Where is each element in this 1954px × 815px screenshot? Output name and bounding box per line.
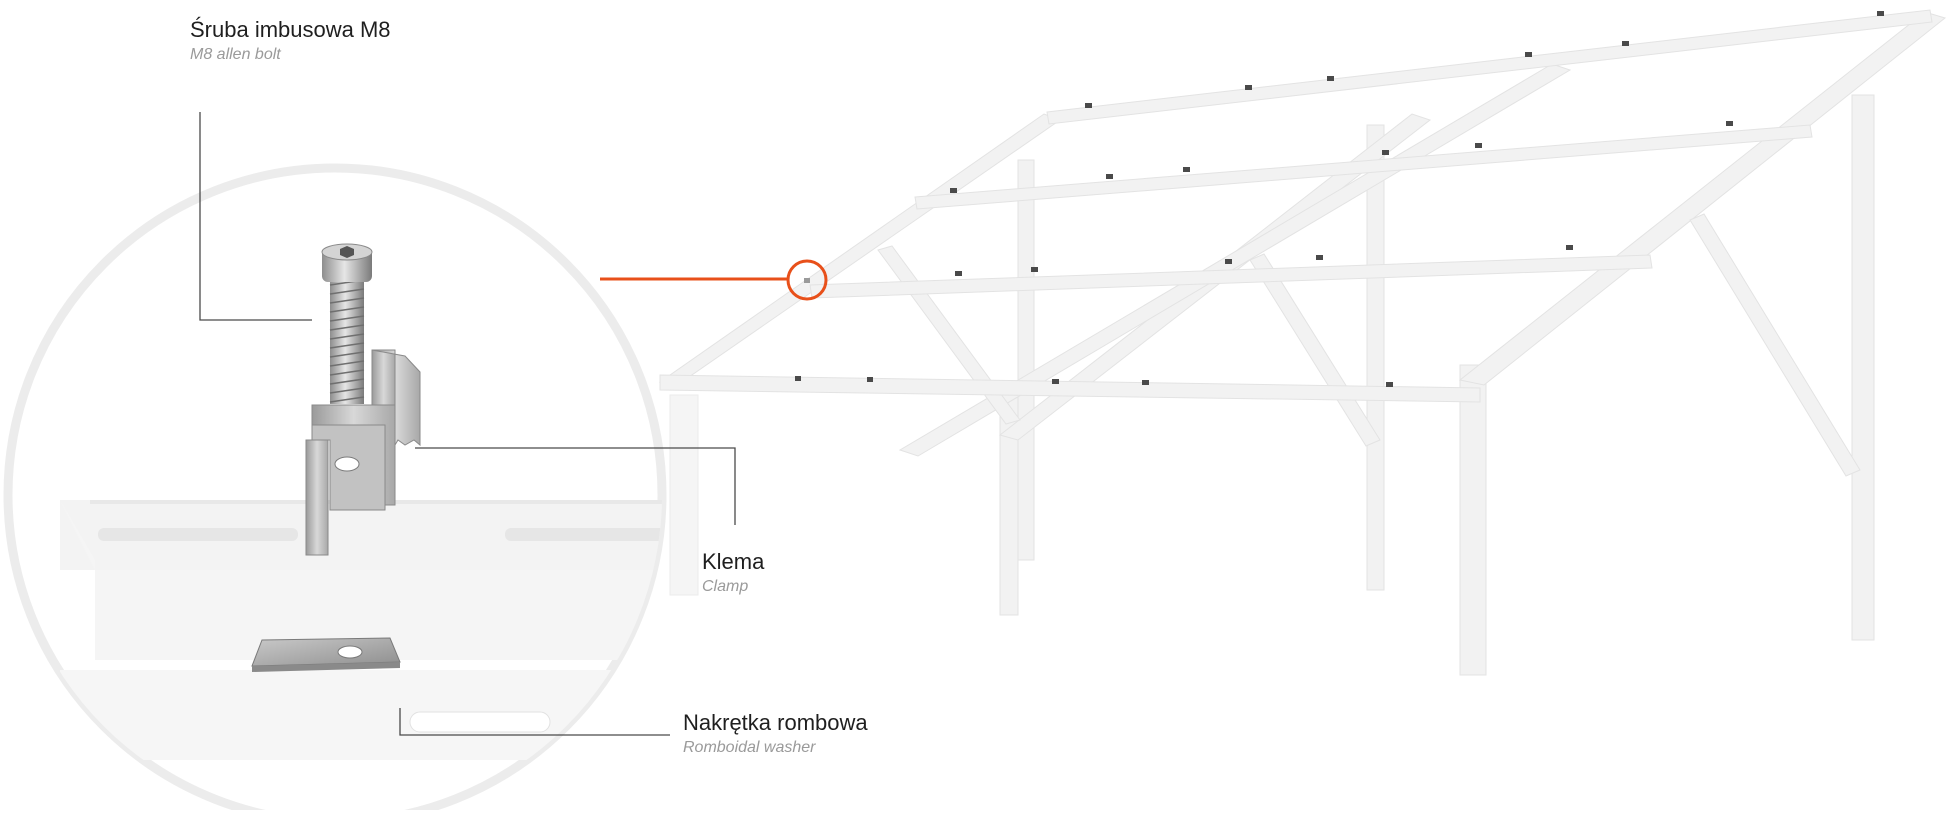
brace	[1250, 254, 1380, 446]
post	[1018, 160, 1034, 560]
brace	[878, 246, 1020, 424]
mounting-structure	[660, 10, 1945, 675]
post	[1367, 125, 1384, 590]
clamp-upper-flange	[372, 350, 395, 405]
rail-slot	[410, 712, 550, 732]
clamp-mark	[1382, 150, 1389, 155]
clamp-mark	[1245, 85, 1252, 90]
clamp-mark	[1386, 382, 1393, 387]
clamp-mark	[1327, 76, 1334, 81]
clamp-mark	[867, 377, 873, 382]
clamp-mark	[1183, 167, 1190, 172]
clamp-mark	[1316, 255, 1323, 260]
clamp-mark	[1085, 103, 1092, 108]
bolt-label-title: Śruba imbusowa M8	[190, 16, 391, 44]
washer-label-subtitle: Romboidal washer	[683, 737, 868, 759]
post	[670, 395, 698, 595]
clamp-hole	[335, 457, 359, 471]
clamp-mark	[795, 376, 801, 381]
clamp-mark	[1566, 245, 1573, 250]
bolt-label: Śruba imbusowa M8 M8 allen bolt	[190, 16, 391, 66]
clamp-mark	[1225, 259, 1232, 264]
clamp-mark	[1031, 267, 1038, 272]
rail-slot	[98, 528, 298, 541]
post	[1460, 365, 1486, 675]
clamp-label-title: Klema	[702, 548, 764, 576]
washer-label: Nakrętka rombowa Romboidal washer	[683, 709, 868, 759]
clamp-label-subtitle: Clamp	[702, 576, 764, 598]
clamp-mark	[1877, 11, 1884, 16]
romboidal-washer	[252, 638, 400, 672]
clamp-label: Klema Clamp	[702, 548, 764, 598]
clamp-mark	[955, 271, 962, 276]
clamp-mark	[1475, 143, 1482, 148]
rail-lower-face	[60, 670, 665, 760]
highlighted-clamp	[804, 278, 810, 283]
clamp-leg	[306, 440, 328, 555]
rafter	[660, 114, 1060, 386]
post	[1852, 95, 1874, 640]
clamp-mark	[1052, 379, 1059, 384]
rail-slot	[505, 528, 675, 541]
washer-hole	[338, 646, 362, 658]
washer-label-title: Nakrętka rombowa	[683, 709, 868, 737]
washer-plate	[252, 638, 400, 666]
bolt-label-subtitle: M8 allen bolt	[190, 44, 391, 66]
clamp-mark	[1525, 52, 1532, 57]
clamp-mark	[950, 188, 957, 193]
clamp-mark	[1106, 174, 1113, 179]
clamp-mark	[1142, 380, 1149, 385]
clamp-mark	[1726, 121, 1733, 126]
clamp-mark	[1622, 41, 1629, 46]
rail	[915, 125, 1812, 209]
brace	[1690, 214, 1860, 476]
